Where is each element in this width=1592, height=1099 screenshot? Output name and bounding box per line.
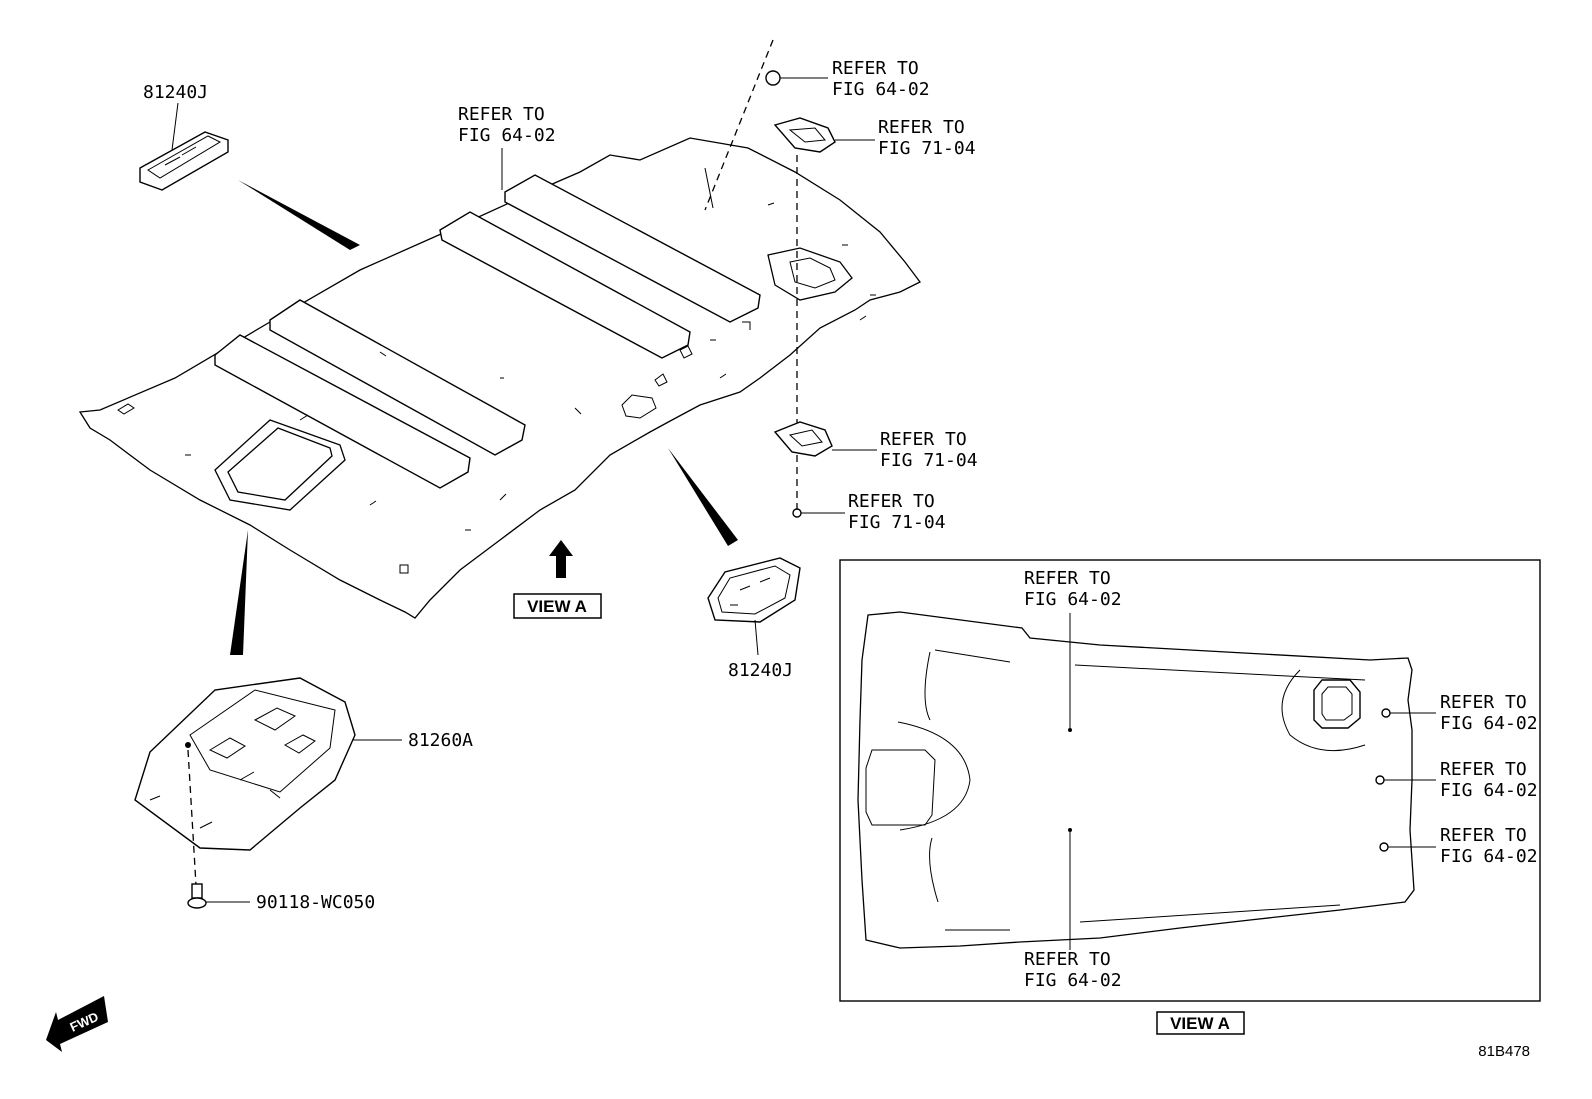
- bracket-top: [773, 117, 875, 153]
- ref-headliner-top-line1: REFER TO: [458, 104, 545, 125]
- ref-bracket-mid-line1: REFER TO: [880, 429, 967, 450]
- ref-screw-right-line2: FIG 71-04: [848, 512, 946, 533]
- part-number-lamp-lower: 81240J: [728, 660, 793, 681]
- ref-headliner-top-line2: FIG 64-02: [458, 125, 556, 146]
- dome-lamp-lower: [668, 448, 801, 656]
- dashed-line-console-screw: [187, 749, 197, 886]
- ref-inset-right-2-line2: FIG 64-02: [1440, 780, 1538, 801]
- dome-lamp-upper: [139, 102, 360, 250]
- view-a-inset: [839, 559, 1541, 1002]
- fwd-arrow: [46, 996, 108, 1052]
- ref-inset-right-1-line2: FIG 64-02: [1440, 713, 1538, 734]
- ref-bracket-top-line2: FIG 71-04: [878, 138, 976, 159]
- view-a-label-inset: VIEW A: [1170, 1014, 1230, 1033]
- part-number-lamp-upper: 81240J: [143, 82, 208, 103]
- ref-inset-top-line1: REFER TO: [1024, 568, 1111, 589]
- view-a-inset-label-box: [1156, 1011, 1245, 1035]
- ref-bracket-mid-line2: FIG 71-04: [880, 450, 978, 471]
- overhead-console: [134, 530, 402, 851]
- ref-inset-right-1-line1: REFER TO: [1440, 692, 1527, 713]
- dashed-line-clip: [704, 39, 774, 211]
- screw-right: [792, 508, 845, 518]
- diagram-code: 81B478: [1478, 1043, 1530, 1060]
- ref-inset-right-2-line1: REFER TO: [1440, 759, 1527, 780]
- roof-headliner: [78, 137, 921, 619]
- ref-inset-bottom-line1: REFER TO: [1024, 949, 1111, 970]
- ref-clip-top-line1: REFER TO: [832, 58, 919, 79]
- ref-clip-top-line2: FIG 64-02: [832, 79, 930, 100]
- ref-inset-top-line2: FIG 64-02: [1024, 589, 1122, 610]
- view-a-arrow: [513, 540, 602, 619]
- clip-top: [765, 70, 828, 86]
- part-number-screw: 90118-WC050: [256, 892, 375, 913]
- ref-inset-right-3-line2: FIG 64-02: [1440, 846, 1538, 867]
- part-number-console: 81260A: [408, 730, 473, 751]
- bracket-mid: [773, 421, 877, 457]
- ref-inset-bottom-line2: FIG 64-02: [1024, 970, 1122, 991]
- ref-screw-right-line1: REFER TO: [848, 491, 935, 512]
- ref-inset-right-3-line1: REFER TO: [1440, 825, 1527, 846]
- view-a-label-main: VIEW A: [527, 597, 587, 616]
- console-screw: [187, 883, 250, 909]
- ref-bracket-top-line1: REFER TO: [878, 117, 965, 138]
